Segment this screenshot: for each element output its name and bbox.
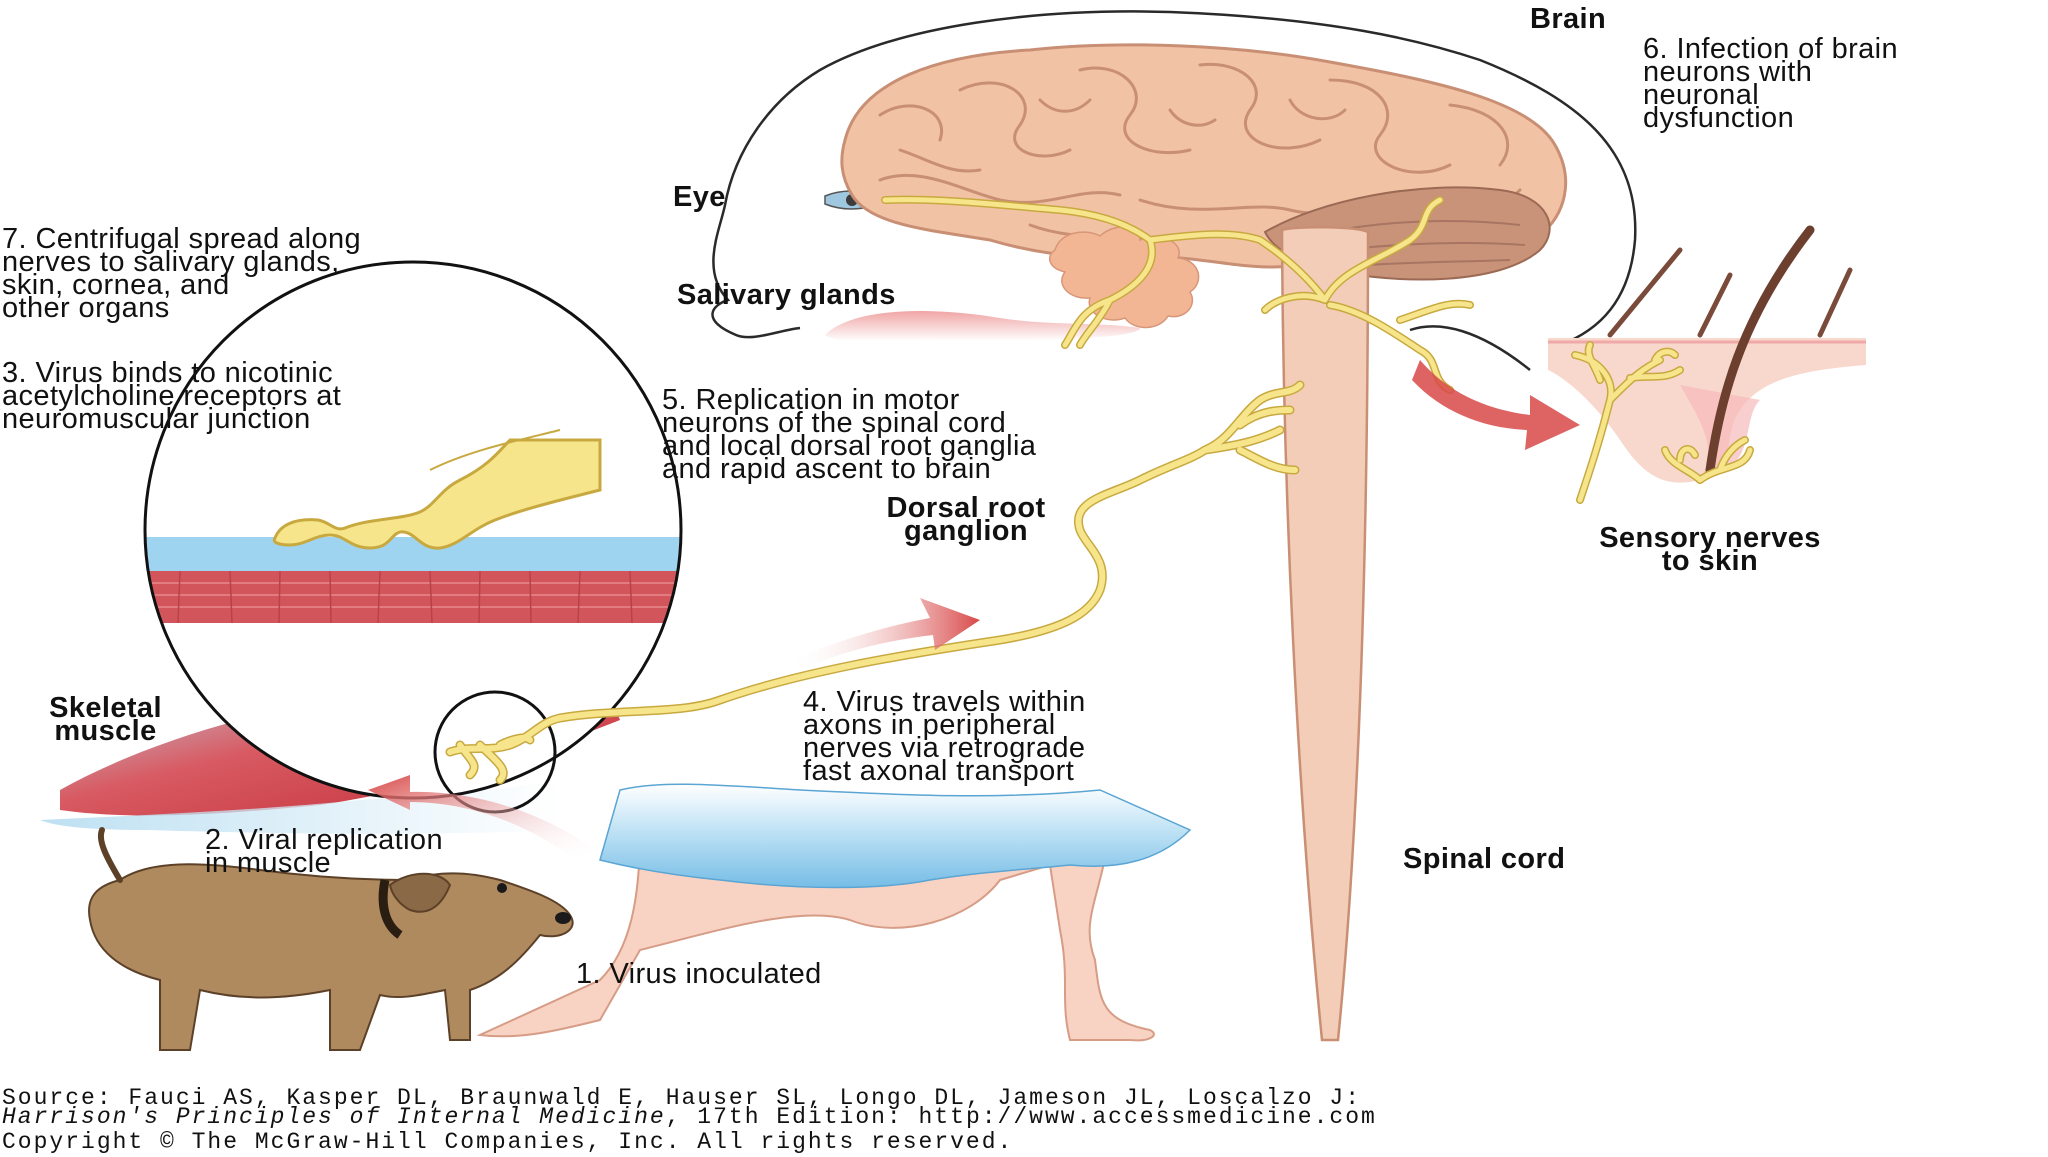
- cranial-nerves: [881, 195, 1474, 394]
- source-line-2: Harrison's Principles of Internal Medici…: [2, 1106, 1377, 1129]
- salivary-glands-label: Salivary glands: [677, 279, 896, 311]
- source-edition-url: , 17th Edition: http://www.accessmedicin…: [665, 1104, 1377, 1130]
- arrow-to-skin: [1412, 360, 1580, 450]
- step-5-label: 5. Replication in motor neurons of the s…: [662, 384, 1037, 485]
- salivary-glands: [825, 226, 1200, 342]
- arrow-along-nerve: [790, 598, 980, 670]
- sensory-nerves-label: Sensory nerves to skin: [1599, 522, 1821, 577]
- step-6-label: 6. Infection of brain neurons with neuro…: [1643, 33, 1899, 134]
- skin-section: [1548, 225, 1866, 483]
- step-3-label: 3. Virus binds to nicotinic acetylcholin…: [2, 357, 342, 435]
- dog: [88, 827, 574, 1051]
- sensory-nerves: [1571, 341, 1754, 504]
- skeletal-muscle-label: Skeletal muscle: [49, 692, 162, 747]
- eye-label: Eye: [673, 181, 726, 213]
- step-4-label: 4. Virus travels within axons in periphe…: [803, 686, 1086, 787]
- step-7-label: 7. Centrifugal spread along nerves to sa…: [2, 223, 362, 324]
- spinal-cord: [1280, 225, 1370, 1042]
- brain-label: Brain: [1530, 3, 1607, 35]
- step-1-label: 1. Virus inoculated: [576, 958, 822, 990]
- head-outline: [711, 10, 1637, 371]
- neuromuscular-junction-zoom: [143, 260, 683, 800]
- dorsal-root-ganglion-label: Dorsal root ganglion: [886, 492, 1046, 547]
- spinal-cord-label: Spinal cord: [1403, 843, 1566, 875]
- copyright-line: Copyright © The McGraw-Hill Companies, I…: [2, 1129, 1014, 1155]
- source-book-title: Harrison's Principles of Internal Medici…: [2, 1104, 666, 1130]
- step-2-label: 2. Viral replication in muscle: [205, 824, 443, 879]
- source-line-1: Source: Fauci AS, Kasper DL, Braunwald E…: [2, 1085, 1361, 1111]
- human-leg: [476, 783, 1192, 1042]
- peripheral-nerve: [445, 380, 1305, 785]
- arrow-to-muscle: [368, 775, 595, 860]
